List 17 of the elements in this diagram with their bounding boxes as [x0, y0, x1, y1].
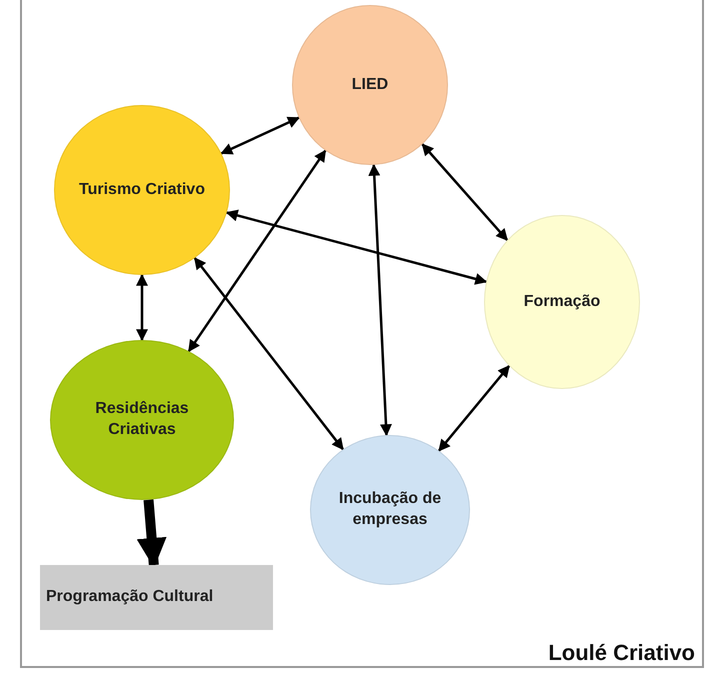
node-label: Programação Cultural: [46, 587, 214, 608]
arrow: [194, 257, 344, 450]
arrow: [136, 499, 167, 568]
node-label: Formação: [524, 292, 600, 312]
arrow: [136, 274, 148, 342]
arrow: [188, 150, 326, 352]
node-label: LIED: [352, 74, 388, 95]
arrow: [421, 143, 508, 241]
node-label: Residências Criativas: [94, 399, 190, 440]
arrow: [368, 164, 392, 436]
arrow: [226, 210, 488, 285]
node-label: Turismo Criativo: [79, 180, 205, 200]
node-label: Incubação de empresas: [338, 489, 442, 530]
arrow: [220, 116, 300, 155]
arrow: [438, 365, 510, 452]
diagram-label: Loulé Criativo: [548, 640, 695, 665]
process-box: [40, 565, 273, 630]
